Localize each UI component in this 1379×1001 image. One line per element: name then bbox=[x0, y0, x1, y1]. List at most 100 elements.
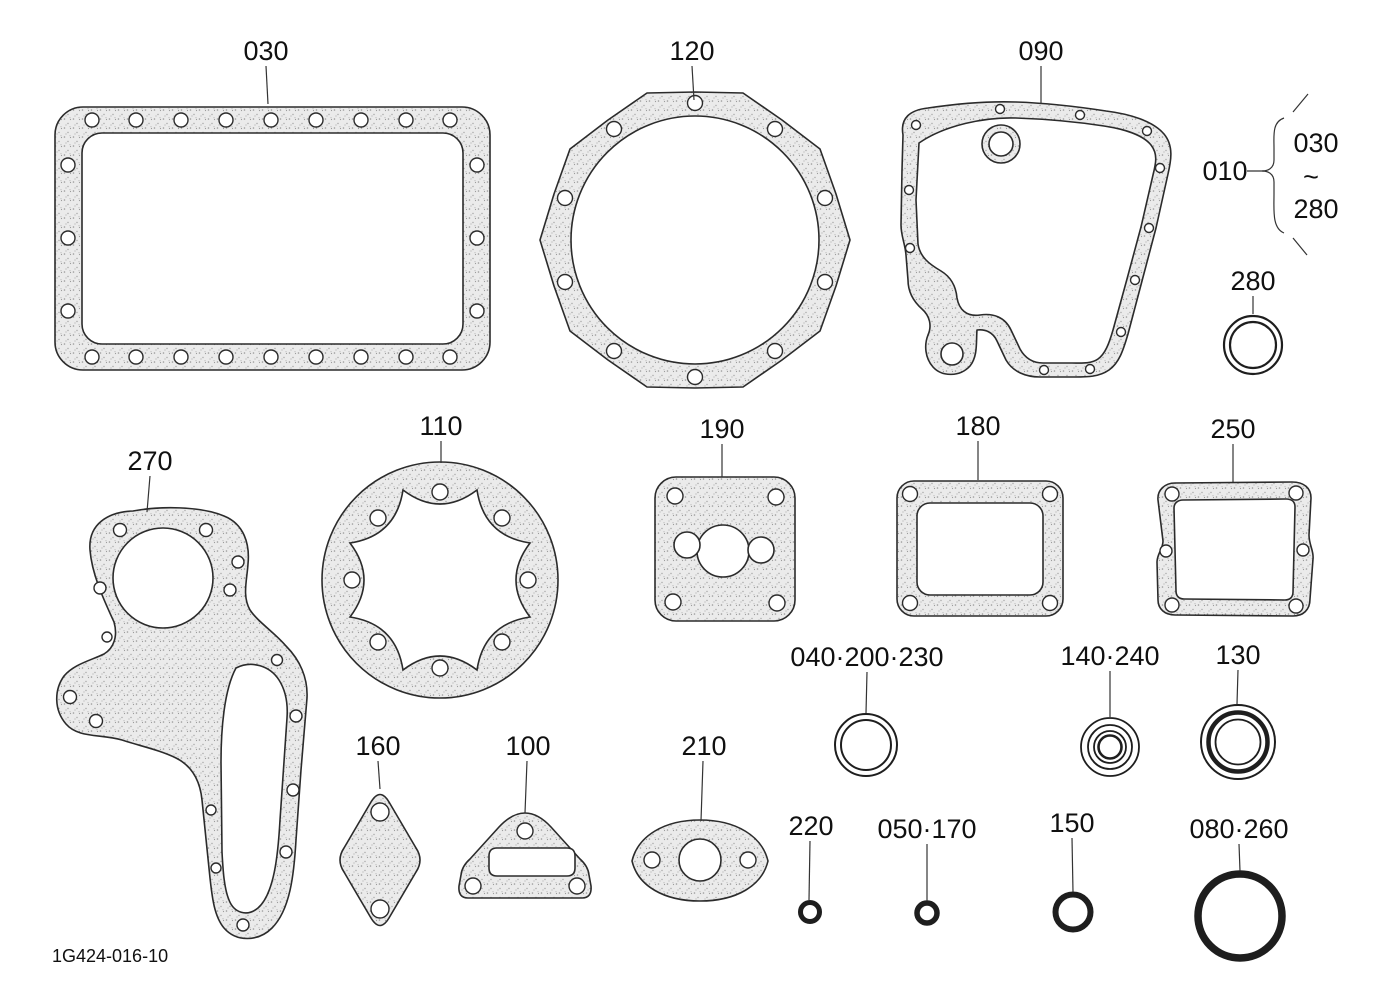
part-number-label: 280 bbox=[1230, 266, 1275, 296]
bolt-hole bbox=[236, 918, 250, 932]
bolt-hole bbox=[370, 802, 390, 822]
seal-ring bbox=[1206, 710, 1270, 774]
bolt-hole bbox=[766, 342, 784, 360]
seal-ring bbox=[1080, 717, 1140, 777]
bolt-hole bbox=[1074, 109, 1086, 121]
bolt-hole bbox=[516, 822, 534, 840]
part-number-label: 150 bbox=[1049, 808, 1094, 838]
bolt-hole bbox=[464, 877, 482, 895]
bolt-hole bbox=[442, 112, 458, 128]
gasket-inner-cutout bbox=[1173, 498, 1296, 601]
bolt-hole bbox=[910, 119, 922, 131]
part-number-label: 180 bbox=[955, 411, 1000, 441]
bolt-hole bbox=[1288, 598, 1304, 614]
part-number-label: 270 bbox=[127, 446, 172, 476]
part-160-group: 160 bbox=[339, 731, 421, 927]
kit-range-start: 030 bbox=[1293, 128, 1338, 158]
bolt-hole bbox=[901, 594, 919, 612]
o-ring bbox=[1052, 891, 1094, 933]
part-number-label: 220 bbox=[788, 811, 833, 841]
bolt-hole bbox=[766, 120, 784, 138]
bolt-hole bbox=[431, 659, 449, 677]
slot-cutout bbox=[488, 847, 576, 877]
bolt-hole bbox=[1159, 544, 1173, 558]
gasket-inner-cutout bbox=[915, 117, 1157, 364]
bolt-hole bbox=[901, 485, 919, 503]
part-number-label: 040·200·230 bbox=[790, 642, 943, 672]
bolt-hole bbox=[223, 583, 237, 597]
part-130-group: 130 bbox=[1200, 640, 1276, 780]
seal-ring bbox=[1093, 730, 1127, 764]
part-number-label: 120 bbox=[669, 36, 714, 66]
bolt-hole bbox=[1115, 326, 1127, 338]
bolt-hole bbox=[666, 487, 684, 505]
gasket-arm-cutout bbox=[220, 663, 289, 914]
drawing-number: 1G424-016-10 bbox=[52, 946, 168, 966]
bolt-hole bbox=[431, 483, 449, 501]
part-number-label: 080·260 bbox=[1189, 814, 1288, 844]
bolt-hole bbox=[739, 851, 757, 869]
part-220-group: 220 bbox=[788, 811, 834, 924]
bolt-hole bbox=[263, 349, 279, 365]
part-050-170-group: 050·170 bbox=[877, 814, 977, 926]
seal-ring bbox=[1087, 724, 1133, 770]
part-120-group: 120 bbox=[539, 36, 851, 389]
gasket-inner-cutout bbox=[112, 527, 214, 629]
o-ring bbox=[798, 900, 822, 924]
port-hole bbox=[988, 131, 1014, 157]
o-ring-inner bbox=[840, 719, 892, 771]
bolt-hole bbox=[308, 349, 324, 365]
leader-line bbox=[1071, 837, 1074, 893]
bolt-hole bbox=[686, 368, 704, 386]
part-number-label: 250 bbox=[1210, 414, 1255, 444]
bolt-hole bbox=[1141, 125, 1153, 137]
bolt-hole bbox=[493, 509, 511, 527]
bolt-hole bbox=[816, 273, 834, 291]
o-ring bbox=[914, 900, 940, 926]
leader-line bbox=[146, 475, 151, 513]
bolt-hole bbox=[343, 571, 361, 589]
bolt-hole bbox=[60, 303, 76, 319]
bolt-hole bbox=[128, 112, 144, 128]
bolt-hole bbox=[88, 713, 104, 729]
bolt-hole bbox=[62, 689, 78, 705]
bolt-hole bbox=[519, 571, 537, 589]
part-110-group: 110 bbox=[321, 411, 559, 699]
o-ring bbox=[1194, 870, 1286, 962]
part-150-group: 150 bbox=[1049, 808, 1095, 933]
bolt-hole bbox=[263, 112, 279, 128]
bolt-hole bbox=[205, 804, 217, 816]
bolt-hole bbox=[1038, 364, 1050, 376]
part-210-group: 210 bbox=[631, 731, 769, 902]
bolt-hole bbox=[198, 522, 214, 538]
part-100-group: 100 bbox=[458, 731, 592, 899]
bolt-hole bbox=[556, 273, 574, 291]
seal-ring bbox=[1200, 704, 1276, 780]
bolt-hole bbox=[1084, 363, 1096, 375]
bolt-hole bbox=[1296, 543, 1310, 557]
leader-line bbox=[865, 671, 868, 714]
bolt-hole bbox=[218, 112, 234, 128]
leader-line bbox=[808, 840, 811, 901]
part-270-group: 270 bbox=[55, 446, 308, 940]
kit-range-separator: ~ bbox=[1303, 162, 1319, 192]
bolt-hole bbox=[93, 581, 107, 595]
bolt-hole bbox=[605, 120, 623, 138]
seal-ring bbox=[1097, 734, 1123, 760]
bolt-hole bbox=[469, 157, 485, 173]
o-ring-inner bbox=[1228, 320, 1278, 370]
bolt-hole bbox=[1164, 486, 1180, 502]
leader-line bbox=[377, 760, 381, 790]
part-030-group: 030 bbox=[54, 36, 491, 371]
bolt-hole bbox=[643, 851, 661, 869]
bolt-hole bbox=[1129, 274, 1141, 286]
bolt-hole bbox=[994, 103, 1006, 115]
bolt-hole bbox=[664, 593, 682, 611]
leader-line bbox=[1236, 669, 1239, 705]
bolt-hole bbox=[128, 349, 144, 365]
bolt-hole bbox=[308, 112, 324, 128]
bolt-hole bbox=[568, 877, 586, 895]
bolt-hole bbox=[210, 862, 222, 874]
bolt-hole bbox=[768, 594, 786, 612]
part-number-label: 110 bbox=[419, 411, 462, 441]
